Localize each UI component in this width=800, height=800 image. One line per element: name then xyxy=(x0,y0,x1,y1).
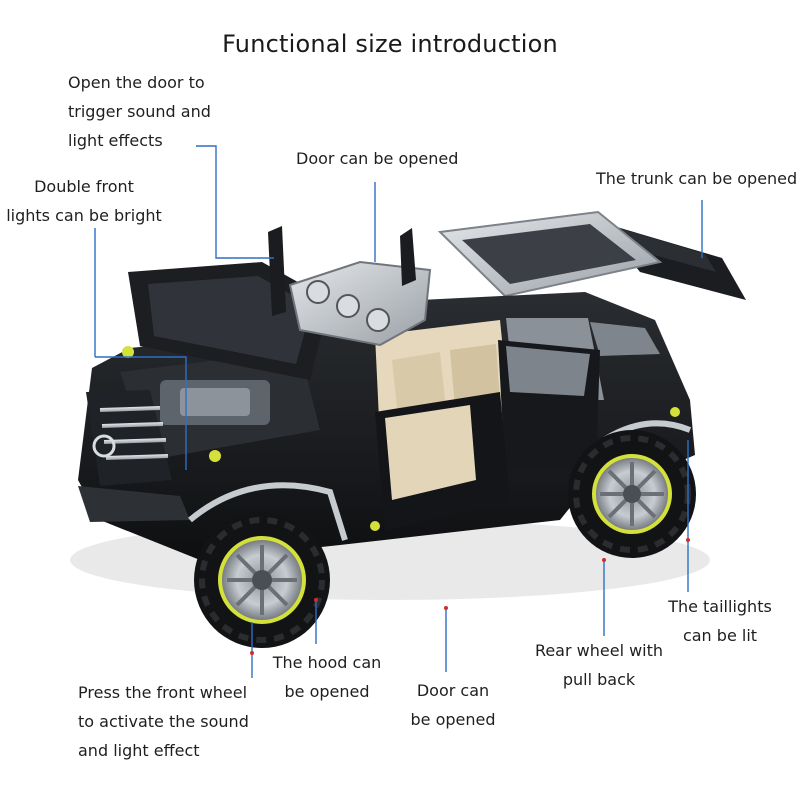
roof-lamp-1 xyxy=(306,280,330,304)
callout-taillights: The taillights can be lit xyxy=(660,592,780,650)
callout-line: The hood can xyxy=(272,653,382,672)
callout-line: lights can be bright xyxy=(6,206,162,225)
front-wheel xyxy=(194,512,330,648)
leader-door-sound xyxy=(196,145,274,259)
callout-rear-wheel: Rear wheel with pull back xyxy=(528,636,670,694)
front-fender-trim xyxy=(188,482,348,541)
left-mirror-flap xyxy=(268,226,286,316)
front-marker-light xyxy=(122,346,134,358)
right-mirror-flap xyxy=(400,228,416,286)
hood-underside xyxy=(148,276,312,364)
callout-line: pull back xyxy=(562,670,636,689)
callout-door-top: Door can be opened xyxy=(296,144,458,173)
roof-lamp-3 xyxy=(366,308,390,332)
callout-line: Double front xyxy=(34,177,134,196)
callout-hood: The hood can be opened xyxy=(268,648,386,706)
leader-front-lights-hbar xyxy=(95,356,187,470)
front-door-panel xyxy=(385,405,476,500)
callout-line: and light effect xyxy=(78,741,200,760)
markers xyxy=(250,538,690,655)
leader-lines xyxy=(94,145,703,678)
seat-left xyxy=(392,352,446,418)
roof-lamp-2 xyxy=(336,294,360,318)
callout-front-wheel: Press the front wheel to activate the so… xyxy=(78,678,249,765)
callout-line: Open the door to xyxy=(68,73,205,92)
front-grille xyxy=(86,390,172,486)
rear-marker-light xyxy=(670,407,680,417)
front-bumper xyxy=(78,486,190,522)
page-title: Functional size introduction xyxy=(222,30,558,58)
callout-line: Press the front wheel xyxy=(78,683,248,702)
callout-trunk: The trunk can be opened xyxy=(596,164,797,193)
callout-line: light effects xyxy=(68,131,163,150)
callout-door-bottom: Door can be opened xyxy=(408,676,498,734)
rear-wheel xyxy=(568,430,696,558)
callout-line: Rear wheel with xyxy=(534,641,664,660)
sill-marker xyxy=(370,521,380,531)
grille-emblem xyxy=(92,434,116,458)
callout-door-sound: Open the door to trigger sound and light… xyxy=(68,68,211,155)
rear-door-window xyxy=(506,346,590,396)
trunk-lid-inner xyxy=(612,226,716,272)
rear-window xyxy=(590,322,660,356)
callout-line: The taillights xyxy=(668,597,772,616)
callout-line: Door can xyxy=(416,681,490,700)
callout-line: be opened xyxy=(410,710,496,729)
callout-front-lights: Double front lights can be bright xyxy=(4,172,164,230)
callout-line: can be lit xyxy=(682,626,758,645)
callout-line: trigger sound and xyxy=(68,102,211,121)
callout-line: to activate the sound xyxy=(78,712,249,731)
seat-right xyxy=(450,344,500,408)
engine-cover xyxy=(180,388,250,416)
side-marker-light xyxy=(209,450,221,462)
callout-line: The trunk can be opened xyxy=(596,169,798,188)
callout-line: be opened xyxy=(284,682,370,701)
callout-line: Door can be opened xyxy=(296,149,459,168)
roof-rack-inner xyxy=(462,224,636,284)
